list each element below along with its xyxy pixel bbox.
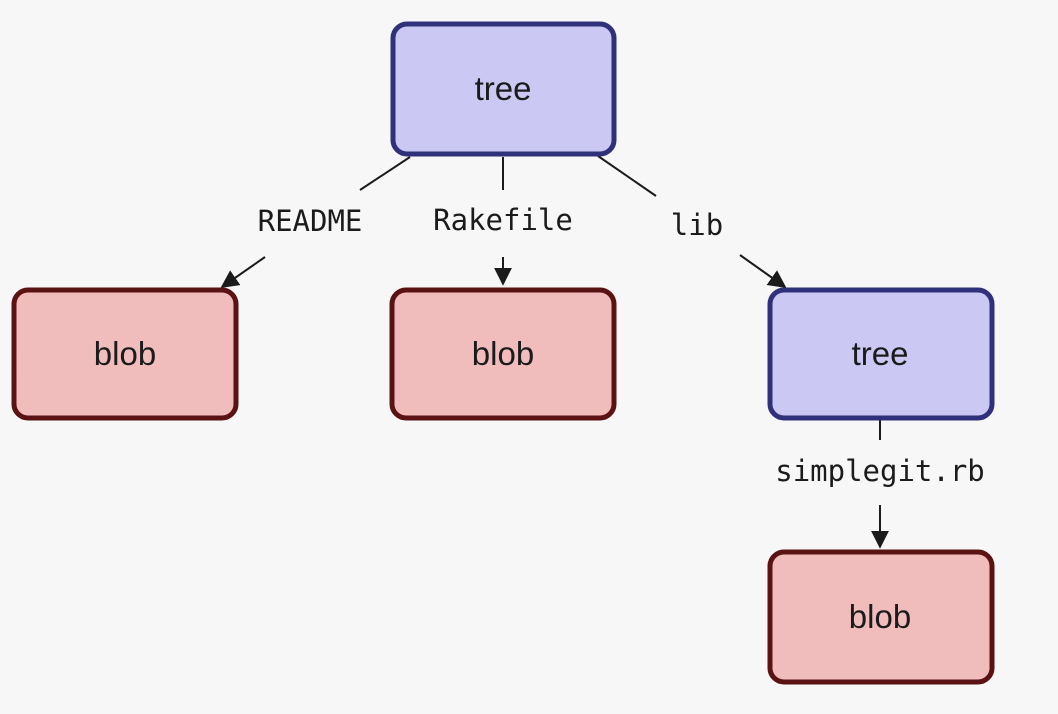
edge-label-simplegit: simplegit.rb — [775, 454, 985, 488]
edge-lib-upper-line — [597, 155, 657, 197]
edge-readme-arrow — [220, 256, 266, 289]
edge-rakefile: Rakefile — [433, 157, 573, 286]
node-lib-tree: tree — [767, 287, 995, 421]
edge-label-rakefile: Rakefile — [433, 203, 573, 237]
node-lib-tree-box — [767, 287, 995, 421]
node-readme-blob-label: blob — [94, 335, 156, 372]
node-simplegit-blob-label: blob — [849, 598, 911, 635]
edge-simplegit: simplegit.rb — [775, 420, 985, 549]
edge-readme: README — [220, 156, 411, 289]
edge-lib: lib — [597, 155, 787, 289]
edge-readme-upper-line — [359, 156, 411, 191]
node-root-tree-label: tree — [475, 70, 532, 107]
node-rakefile-blob-label: blob — [472, 335, 534, 372]
node-lib-tree-label: tree — [852, 335, 909, 372]
node-simplegit-blob: blob — [767, 549, 995, 685]
node-rakefile-blob: blob — [389, 287, 617, 421]
node-rakefile-blob-box — [389, 287, 617, 421]
edge-label-readme: README — [258, 204, 363, 238]
node-simplegit-blob-box — [767, 549, 995, 685]
edge-label-lib: lib — [671, 208, 723, 242]
node-readme-blob: blob — [11, 287, 239, 421]
edge-lib-arrow — [739, 254, 787, 289]
node-root-tree: tree — [390, 21, 617, 157]
node-root-tree-box — [390, 21, 617, 157]
node-readme-blob-box — [11, 287, 239, 421]
